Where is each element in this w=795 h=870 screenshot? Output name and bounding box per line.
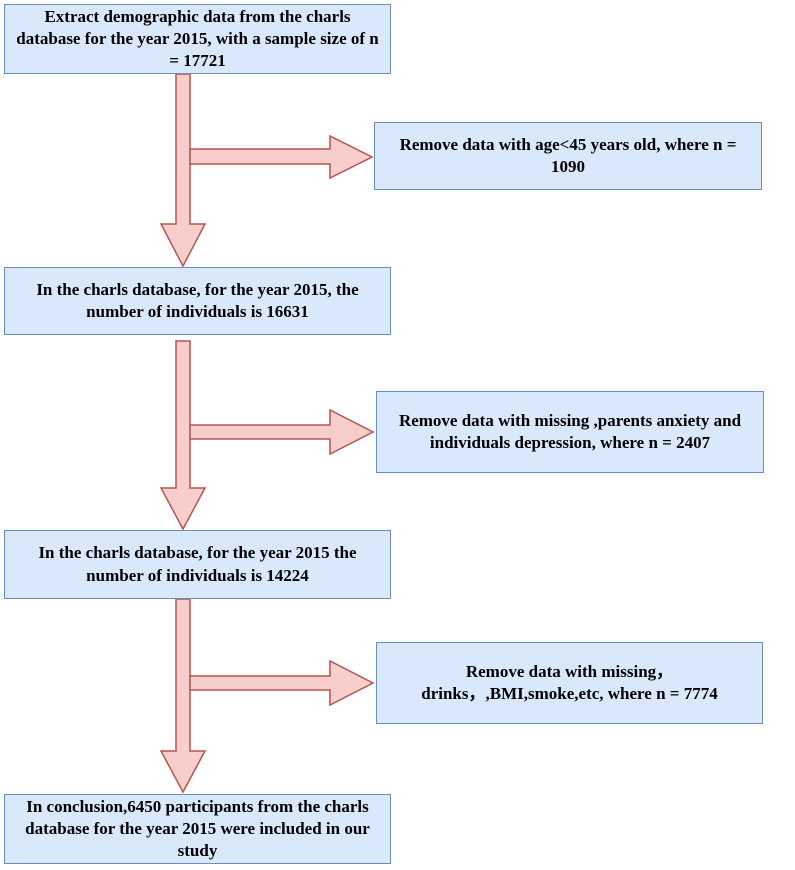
- step-text: In the charls database, for the year 201…: [36, 279, 359, 321]
- right-arrow-1: [189, 134, 374, 180]
- exclusion-box-covariates: Remove data with missing， drinks，,BMI,sm…: [376, 642, 763, 724]
- step-box-after-missing: In the charls database, for the year 201…: [4, 530, 391, 599]
- step-text: In the charls database, for the year 201…: [38, 543, 357, 585]
- step-text: Extract demographic data from the charls…: [16, 6, 379, 71]
- exclusion-box-anxiety-depression: Remove data with missing ,parents anxiet…: [376, 391, 764, 473]
- exclusion-text: Remove data with missing， drinks，,BMI,sm…: [421, 661, 718, 703]
- step-box-extract: Extract demographic data from the charls…: [4, 4, 391, 74]
- down-arrow-1: [159, 73, 207, 268]
- exclusion-text: Remove data with age<45 years old, where…: [399, 134, 737, 176]
- step-box-conclusion: In conclusion,6450 participants from the…: [4, 794, 391, 864]
- right-arrow-3: [189, 659, 375, 707]
- down-arrow-2: [159, 340, 207, 531]
- exclusion-text: Remove data with missing ,parents anxiet…: [398, 410, 742, 452]
- exclusion-box-age: Remove data with age<45 years old, where…: [374, 122, 762, 190]
- step-box-after-age: In the charls database, for the year 201…: [4, 267, 391, 335]
- down-arrow-3: [159, 598, 207, 794]
- step-text: In conclusion,6450 participants from the…: [25, 796, 370, 861]
- right-arrow-2: [189, 408, 375, 456]
